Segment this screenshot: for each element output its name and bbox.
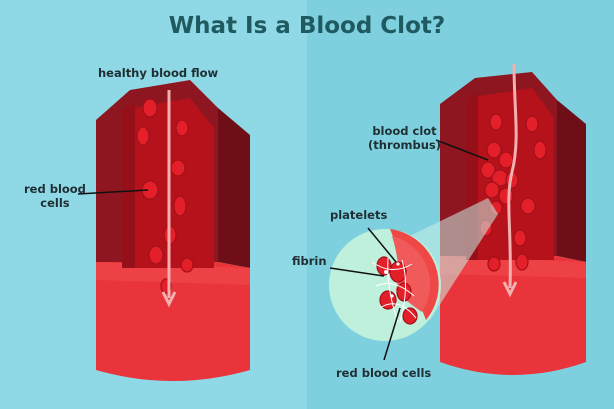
fibrin-strands <box>371 257 417 323</box>
leader-fibrin <box>329 267 385 277</box>
label-blood-clot: blood clot (thrombus) <box>368 124 441 152</box>
label-fibrin: fibrin <box>292 254 327 268</box>
blocked-flow-arrow <box>507 63 518 289</box>
label-red-blood-cells-left-line-2: cells <box>40 196 70 210</box>
healthy-flow-arrowhead <box>161 291 177 308</box>
label-red-blood-cells-left: red blood cells <box>24 182 86 210</box>
label-platelets: platelets <box>330 208 388 222</box>
blocked-flow-arrowhead <box>502 281 518 298</box>
leader-red-blood-cells-bottom <box>383 307 401 361</box>
label-red-blood-cells-bottom: red blood cells <box>336 366 432 380</box>
leader-red-blood-cells-left <box>77 189 149 195</box>
magnifier-circle <box>329 229 441 341</box>
healthy-red-blood-cells <box>136 98 194 294</box>
page-title: What Is a Blood Clot? <box>168 13 446 39</box>
leader-platelets <box>367 227 397 263</box>
leader-blood-clot <box>435 139 489 161</box>
platelets <box>384 262 400 298</box>
label-red-blood-cells-left-line-1: red blood <box>24 182 86 196</box>
label-blood-clot-line-1: blood clot <box>372 124 437 138</box>
label-healthy-blood-flow: healthy blood flow <box>98 66 219 80</box>
label-blood-clot-line-2: (thrombus) <box>368 138 442 152</box>
